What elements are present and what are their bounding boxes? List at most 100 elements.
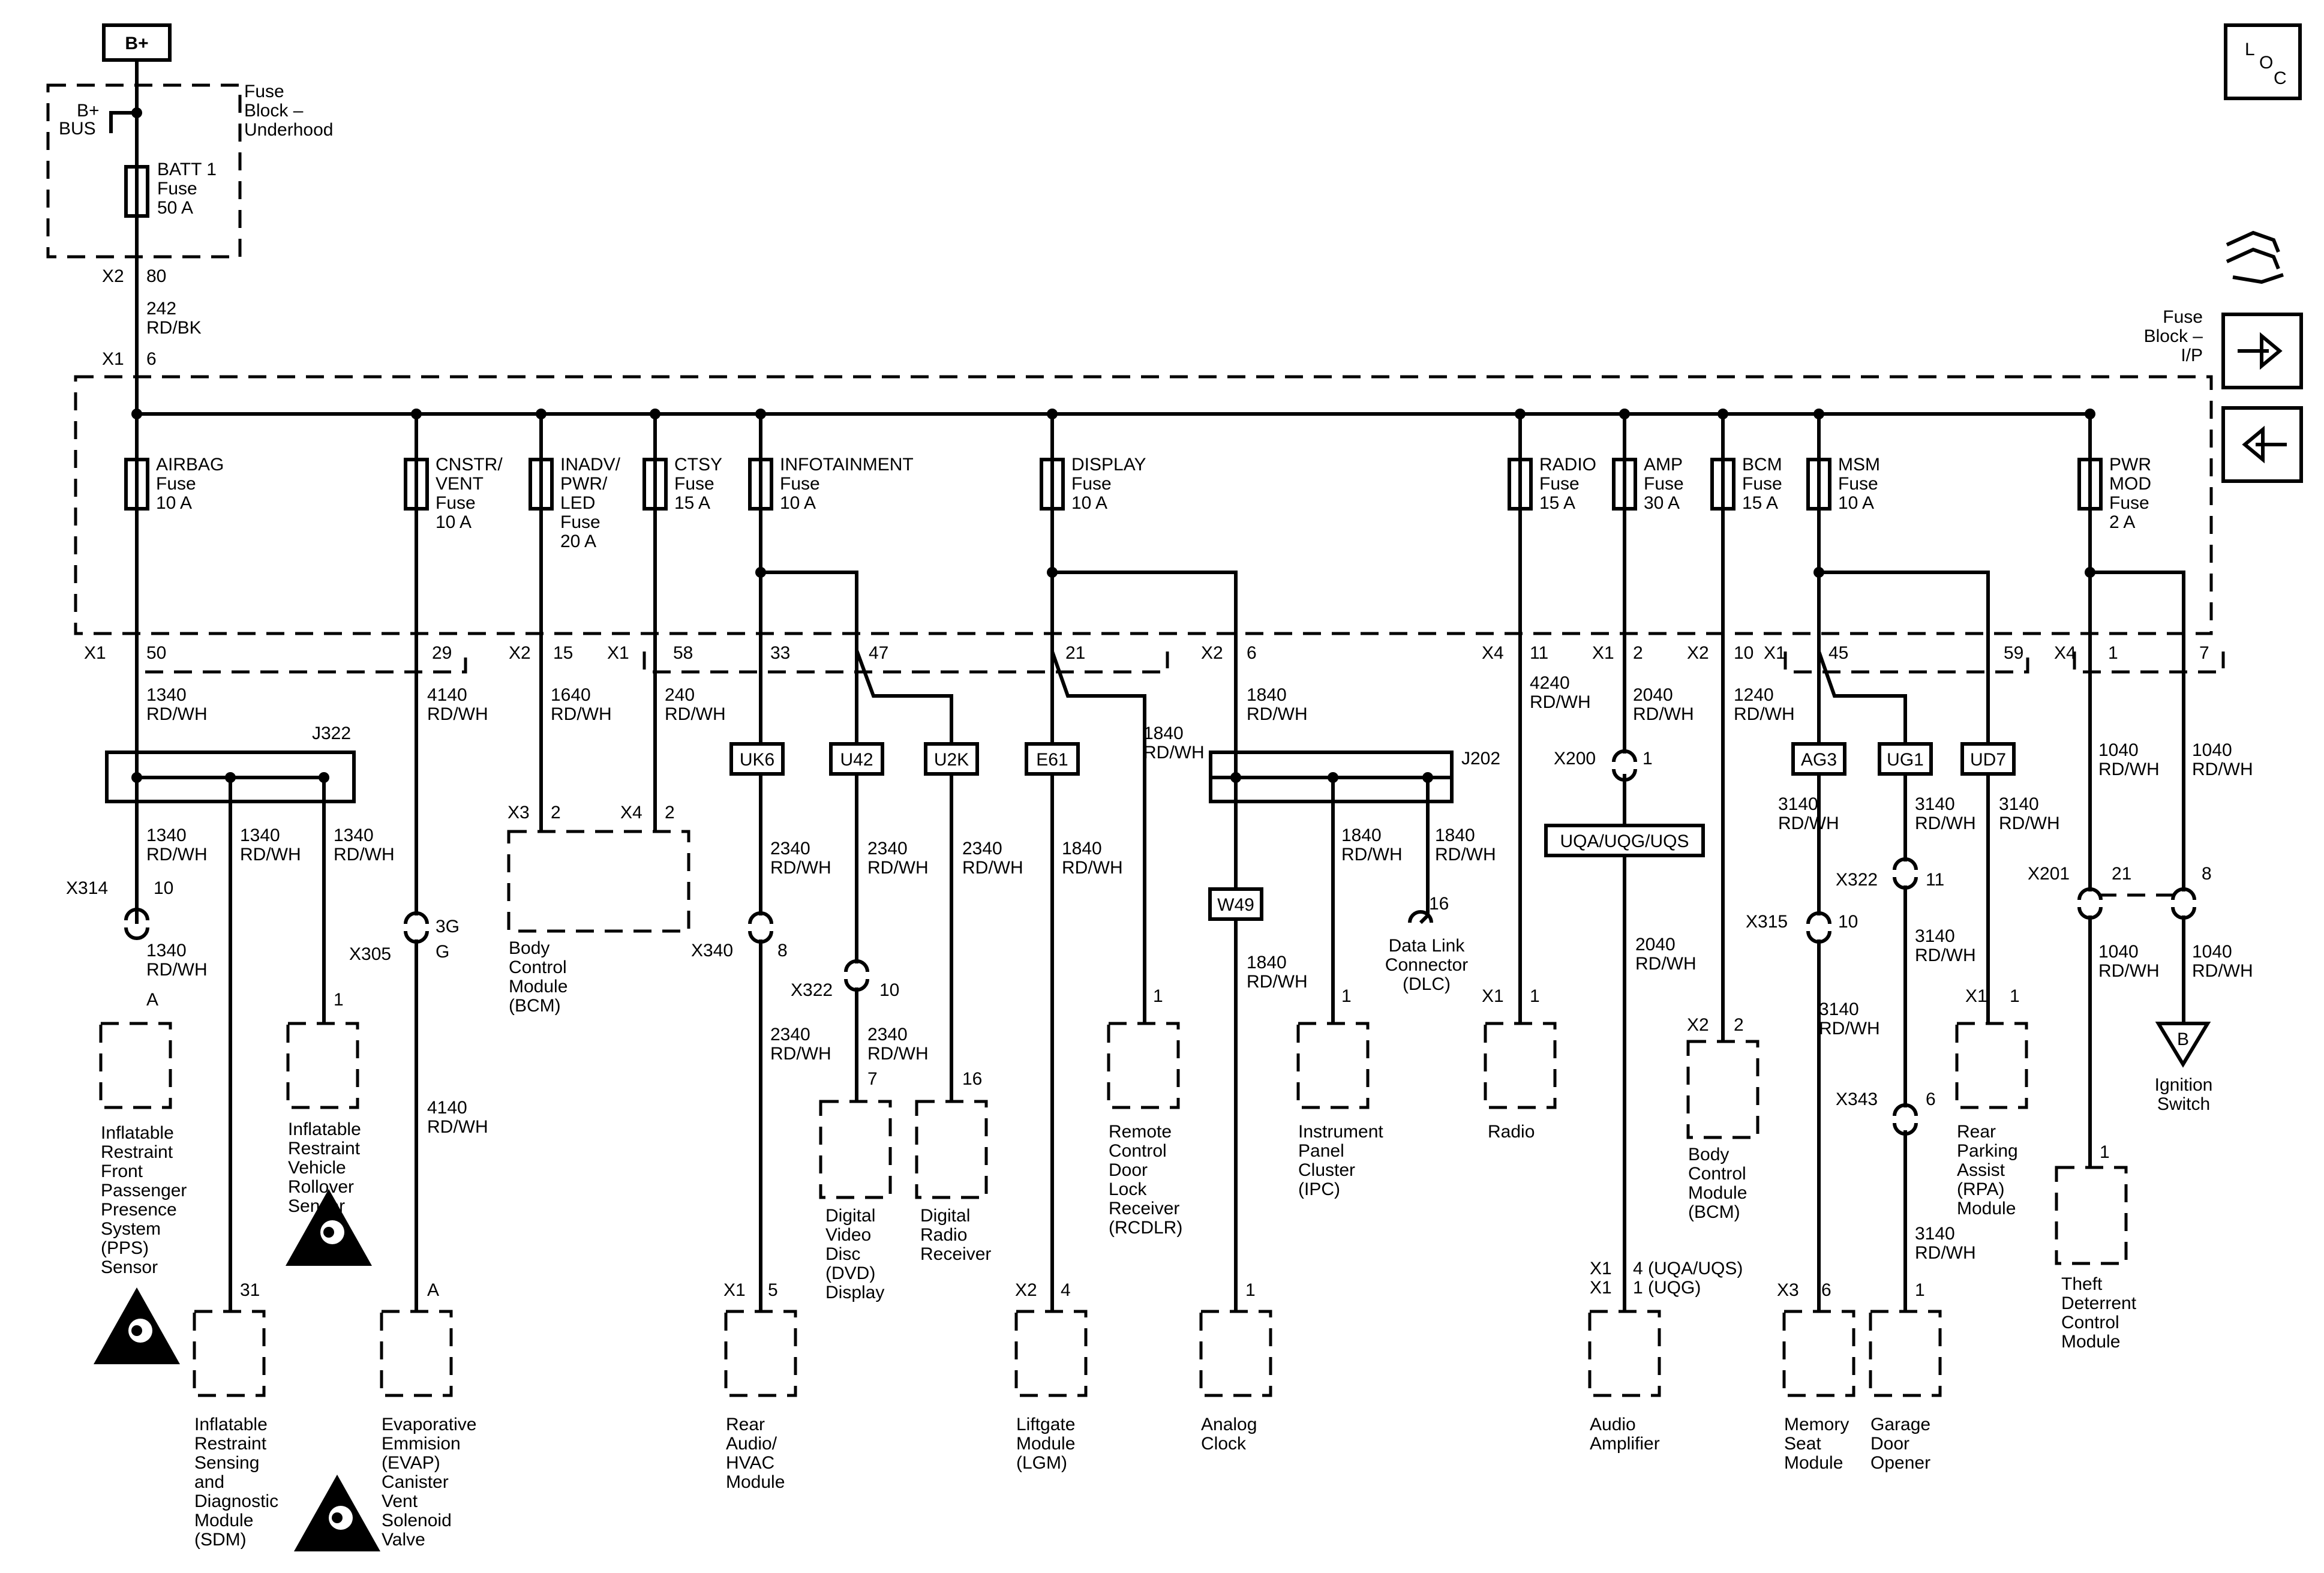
component-label-evap: Emmision [382, 1434, 461, 1454]
component-label-pps: (PPS) [101, 1238, 149, 1258]
x343-connector-icon [1893, 1122, 1918, 1136]
wire-label-w1040b: 1040 [2192, 740, 2232, 760]
component-label-rcdlr: Lock [1109, 1179, 1147, 1199]
x340-label: X340 [691, 941, 733, 960]
x322b-connector-icon [1893, 857, 1918, 870]
dlc-terminal-icon [1408, 910, 1433, 923]
ip-title-2: Block – [2144, 326, 2203, 346]
underhood-wire-num: 242 [146, 299, 176, 319]
component-pin-label: 1 [1530, 986, 1540, 1006]
wire-label-s2340e: RD/WH [867, 1044, 929, 1064]
ctsy-fuse-label: Fuse [674, 474, 714, 494]
circuit-wires [131, 414, 2185, 1311]
option-label-ud7: UD7 [1970, 750, 2006, 770]
component-label-sdm: Inflatable [194, 1415, 268, 1434]
wire-label-s3140c: RD/WH [1999, 813, 2060, 833]
airbag-fuse-label: AIRBAG [156, 455, 224, 475]
component-label-rcdlr: Receiver [1109, 1199, 1179, 1218]
pin-label: 29 [432, 643, 452, 663]
wire-label-w4140: RD/WH [427, 704, 488, 724]
wire-label-w1040a: RD/WH [2098, 760, 2160, 779]
component-label-rpa: Assist [1957, 1160, 2005, 1180]
airbag-warning-icon [94, 1287, 180, 1364]
component-label-sdm: Restraint [194, 1434, 267, 1454]
x343-connector-icon [1893, 1103, 1918, 1116]
component-label-theft: Control [2061, 1313, 2119, 1332]
loc-letter-c: C [2274, 68, 2287, 88]
splice-j322 [105, 751, 356, 803]
circuit-wire [2088, 414, 2185, 891]
component-label-rollover: Restraint [288, 1139, 361, 1158]
component-label-ipc: Instrument [1298, 1122, 1383, 1142]
component-label-ign: Switch [2157, 1094, 2210, 1114]
x305-pin2: G [436, 942, 449, 962]
pwrmod-fuse-label: MOD [2109, 474, 2151, 494]
component-label-seat: Seat [1784, 1434, 1821, 1454]
wire-label-w2040: 2040 [1633, 685, 1673, 705]
wire-junction [755, 567, 766, 578]
x315-label: X315 [1746, 912, 1788, 932]
component-label-rcdlr: Control [1109, 1141, 1167, 1161]
component-pin-label: 1 [1915, 1280, 1925, 1300]
ip-x1: X1 [102, 349, 124, 369]
wire-label-s3140f: 3140 [1915, 1224, 1955, 1244]
component-label-pps: System [101, 1219, 161, 1239]
pin-label: 7 [2199, 643, 2209, 663]
x201a-connector-icon [2077, 906, 2103, 920]
component-label-rpa: Module [1957, 1199, 2016, 1218]
component-seat [1782, 1310, 1855, 1397]
option-label-uk6: UK6 [740, 750, 774, 770]
wire-label-s1840d: RD/WH [1247, 972, 1308, 992]
component-label-lgm: (LGM) [1016, 1453, 1067, 1473]
component-label-clock: Clock [1201, 1434, 1247, 1454]
component-pin-label: X1 [723, 1280, 746, 1300]
component-label-ipc: Panel [1298, 1141, 1344, 1161]
prev-page-icon [2221, 406, 2303, 483]
wire-junction [225, 772, 236, 783]
wire-label-w1240: 1240 [1734, 685, 1774, 705]
wire-label-s4140: RD/WH [427, 1117, 488, 1137]
wire-label-s3140b: RD/WH [1915, 813, 1976, 833]
x343-label: X343 [1836, 1089, 1878, 1109]
option-label-e61: E61 [1036, 750, 1068, 770]
x201b-connector-icon [2171, 887, 2196, 900]
pin-label: 6 [1247, 643, 1257, 663]
pwrmod-fuse-label: 2 A [2109, 512, 2135, 532]
loc-letter-o: O [2259, 53, 2273, 73]
option-label-uqa-uqg-uqs: UQA/UQG/UQS [1560, 831, 1689, 851]
batt1-label-2: Fuse [157, 179, 197, 199]
wire-label-s3140d: 3140 [1819, 999, 1859, 1019]
x201-pin2: 8 [2202, 864, 2212, 884]
infotainment-fuse-label: Fuse [780, 474, 820, 494]
inadv-fuse-label: 20 A [560, 532, 596, 551]
pin-label: X1 [1764, 643, 1786, 663]
msm-fuse-label: 10 A [1838, 493, 1874, 513]
radio-fuse-label: 15 A [1539, 493, 1575, 513]
component-label-bcm1: Control [509, 957, 567, 977]
component-label-dvd: Video [825, 1225, 871, 1245]
component-label-rcdlr: Door [1109, 1160, 1148, 1180]
component-label-rollover: Rollover [288, 1177, 354, 1197]
msm-fuse-label: Fuse [1838, 474, 1878, 494]
inadv-fuse-label: INADV/ [560, 455, 621, 475]
wire-label-s1840c: 1840 [1435, 825, 1475, 845]
wire-label-s1040a: RD/WH [2098, 961, 2160, 981]
ip-title-1: Fuse [2163, 307, 2203, 327]
x322b-pin: 11 [1926, 870, 1944, 890]
component-pin-label: X1 [1590, 1278, 1612, 1298]
wire-label-s2340b: 2340 [867, 839, 908, 858]
component-label-bcm2: Module [1688, 1183, 1747, 1203]
ctsy-fuse-label: 15 A [674, 493, 710, 513]
component-pin-label: 5 [768, 1280, 778, 1300]
component-pin-label: 2 [551, 803, 561, 822]
wire-label-w2040: RD/WH [1633, 704, 1694, 724]
x305-label: X305 [349, 944, 391, 964]
pin-label: X1 [607, 643, 629, 663]
x340-connector-icon [748, 911, 773, 924]
bcm-fuse-label: BCM [1742, 455, 1782, 475]
component-label-sdm: and [194, 1472, 224, 1492]
wire-label-s3140a: RD/WH [1778, 813, 1839, 833]
circuit-wire [1817, 651, 1907, 861]
component-rpa [1955, 1022, 2028, 1109]
